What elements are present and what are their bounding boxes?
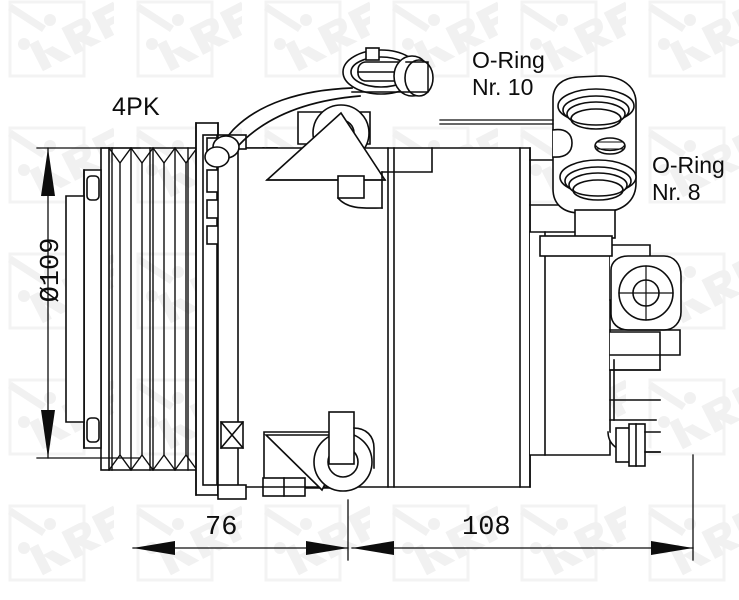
dimension-length-rear: 108 — [462, 513, 511, 543]
oring-right-line1: O-Ring — [652, 152, 725, 178]
dimension-length-front: 76 — [205, 513, 238, 543]
dimension-diameter: Ø109 — [37, 237, 67, 303]
oring-right-line2: Nr. 8 — [652, 179, 701, 206]
pulley-label: 4PK — [112, 93, 160, 121]
oring-top-line2: Nr. 10 — [472, 74, 534, 101]
oring-top-line1: O-Ring — [472, 47, 545, 73]
